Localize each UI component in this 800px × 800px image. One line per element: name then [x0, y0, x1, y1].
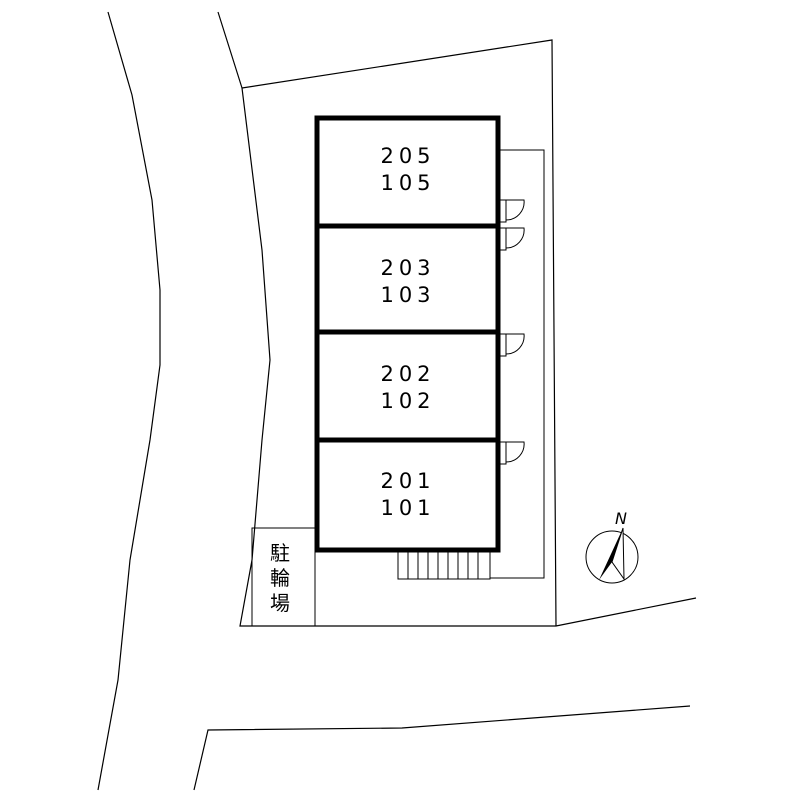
unit-label-201: 201	[380, 469, 435, 493]
unit-label-101: 101	[380, 496, 435, 520]
door-202	[497, 333, 525, 357]
road-boundary-left	[97, 11, 161, 791]
unit-label-103: 103	[380, 283, 435, 307]
door-203	[497, 227, 525, 251]
unit-block-203-103	[314, 223, 501, 335]
north-arrow-icon	[599, 528, 623, 580]
north-compass: N	[585, 509, 639, 584]
door-201	[497, 441, 525, 465]
unit-label-102: 102	[380, 389, 435, 413]
unit-block-202-102	[314, 329, 501, 443]
north-label: N	[615, 509, 627, 528]
unit-label-205: 205	[380, 144, 435, 168]
unit-label-202: 202	[380, 362, 435, 386]
unit-block-201-101	[314, 437, 501, 553]
stairs	[397, 551, 491, 580]
door-205	[497, 199, 525, 223]
bicycle-parking-char-3: 場	[270, 591, 290, 615]
bicycle-parking-area	[251, 527, 316, 627]
site-boundary	[217, 11, 697, 627]
unit-label-203: 203	[380, 256, 435, 280]
corridor-outline	[490, 149, 545, 579]
bicycle-parking-char-1: 駐	[270, 541, 290, 565]
site-boundary-top	[241, 39, 557, 627]
unit-label-105: 105	[380, 171, 435, 195]
road-boundary-bottom	[193, 705, 691, 791]
bicycle-parking-char-2: 輪	[270, 566, 290, 590]
